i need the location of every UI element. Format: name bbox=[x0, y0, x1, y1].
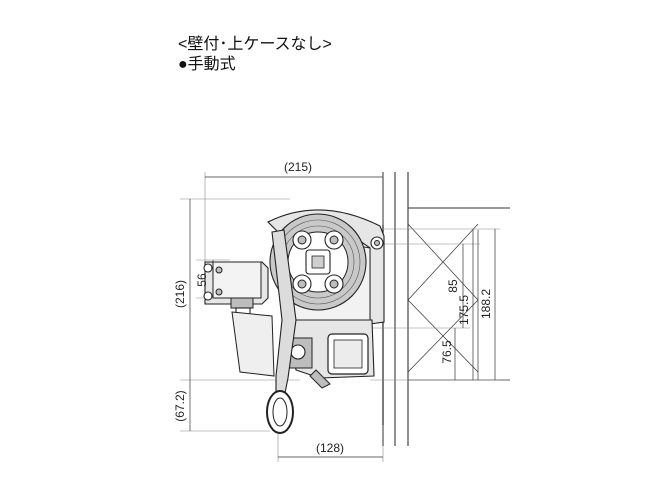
left-bracket bbox=[203, 261, 269, 321]
dim-right-1: 85 bbox=[446, 279, 460, 293]
gear-box bbox=[283, 319, 375, 389]
drum-assembly bbox=[267, 209, 385, 331]
dim-top-width: (215) bbox=[284, 160, 312, 174]
extension-lines bbox=[180, 172, 500, 462]
dim-left-lower: (67.2) bbox=[173, 390, 187, 421]
diagram-subtitle: ●手動式 bbox=[178, 56, 236, 73]
dim-right-2: 175.5 bbox=[457, 295, 471, 325]
dim-left-height: (216) bbox=[173, 280, 187, 308]
dim-bottom-width: (128) bbox=[316, 441, 344, 455]
crank-handle bbox=[231, 229, 297, 434]
wall bbox=[382, 172, 510, 446]
dim-right-4: 76.5 bbox=[440, 340, 454, 364]
dim-left-inner: 56 bbox=[195, 273, 209, 287]
dim-right-3: 188.2 bbox=[479, 289, 493, 319]
diagram-title: <壁付･上ケースなし> bbox=[178, 36, 332, 53]
